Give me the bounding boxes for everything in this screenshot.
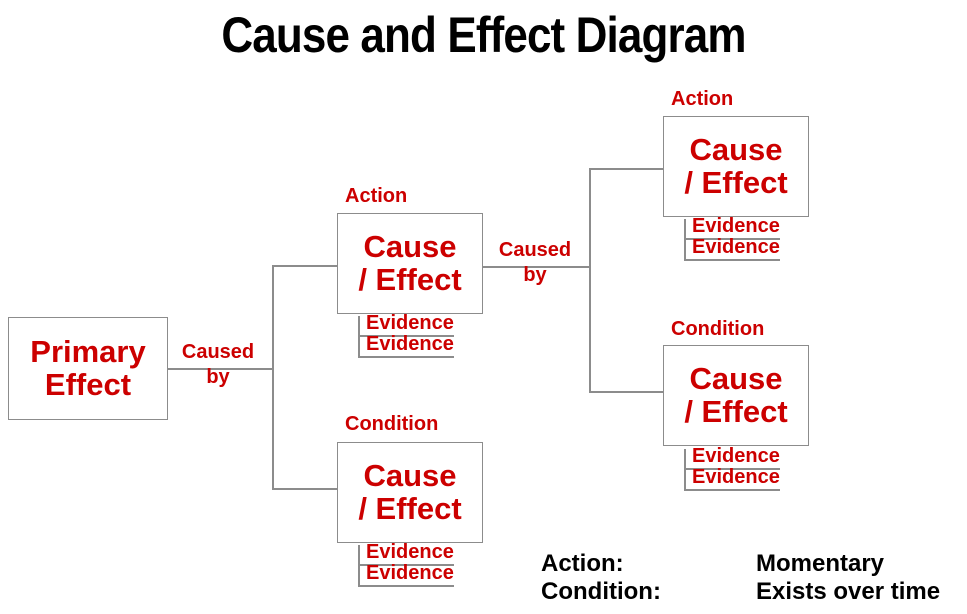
connector-bracket-1-to-condition [272, 488, 339, 490]
connector-bracket-2-to-condition [589, 391, 665, 393]
evidence-stem [684, 219, 686, 261]
caused-by-label-level-1-top: Caused [181, 341, 255, 363]
connector-action1-to-bracket [483, 266, 591, 268]
connector-primary-to-bracket [168, 368, 274, 370]
cause-effect-line-2: / Effect [684, 164, 788, 200]
legend: Action: Momentary Condition: Exists over… [541, 550, 940, 606]
evidence-label: Evidence [692, 445, 780, 467]
caused-by-label-level-2: Caused by [489, 240, 581, 285]
cause-effect-line-1: Cause [689, 131, 783, 167]
cause-effect-line-1: Cause [689, 360, 783, 396]
evidence-label: Evidence [366, 333, 454, 355]
connector-bracket-1-vertical [272, 265, 274, 490]
legend-row-action: Action: Momentary [541, 550, 940, 578]
legend-term-condition: Condition: [541, 578, 661, 605]
cause-effect-box-condition-2[interactable]: Cause / Effect [663, 345, 809, 446]
evidence-label: Evidence [366, 312, 454, 334]
evidence-stem [684, 449, 686, 491]
type-label-condition-1: Condition [345, 413, 439, 435]
caused-by-label-level-1: Caused by [172, 342, 264, 387]
evidence-label: Evidence [366, 541, 454, 563]
cause-effect-box-action-1[interactable]: Cause / Effect [337, 213, 483, 314]
legend-row-condition: Condition: Exists over time [541, 578, 940, 606]
cause-effect-box-condition-1[interactable]: Cause / Effect [337, 442, 483, 543]
cause-effect-line-1: Cause [363, 457, 457, 493]
page-title: Cause and Effect Diagram [221, 7, 746, 63]
caused-by-label-level-2-top: Caused [498, 239, 572, 261]
evidence-stem [358, 545, 360, 587]
legend-definition-action: Momentary [756, 550, 885, 577]
legend-definition-condition: Exists over time [756, 578, 941, 605]
evidence-rule [684, 238, 780, 240]
type-label-action-1: Action [345, 185, 408, 207]
caused-by-label-level-1-bottom: by [206, 366, 230, 388]
evidence-rule [684, 489, 780, 491]
evidence-rule [684, 259, 780, 261]
cause-effect-line-2: / Effect [358, 490, 462, 526]
evidence-label: Evidence [692, 236, 780, 258]
connector-bracket-2-vertical [589, 168, 591, 393]
connector-bracket-2-to-action [589, 168, 665, 170]
cause-effect-line-2: / Effect [684, 393, 788, 429]
evidence-rule [358, 356, 454, 358]
primary-effect-line-2: Effect [44, 366, 132, 402]
evidence-label: Evidence [366, 562, 454, 584]
cause-effect-line-1: Cause [363, 228, 457, 264]
cause-effect-line-2: / Effect [358, 261, 462, 297]
evidence-rule [358, 585, 454, 587]
evidence-stem [358, 316, 360, 358]
evidence-rule [358, 564, 454, 566]
primary-effect-line-1: Primary [30, 333, 146, 369]
evidence-label: Evidence [692, 466, 780, 488]
caused-by-label-level-2-bottom: by [523, 264, 547, 286]
evidence-rule [684, 468, 780, 470]
type-label-action-2: Action [671, 88, 734, 110]
evidence-rule [358, 335, 454, 337]
type-label-condition-2: Condition [671, 318, 765, 340]
legend-term-action: Action: [541, 550, 624, 577]
connector-bracket-1-to-action [272, 265, 339, 267]
cause-effect-box-action-2[interactable]: Cause / Effect [663, 116, 809, 217]
evidence-label: Evidence [692, 215, 780, 237]
primary-effect-box[interactable]: Primary Effect [8, 317, 168, 420]
